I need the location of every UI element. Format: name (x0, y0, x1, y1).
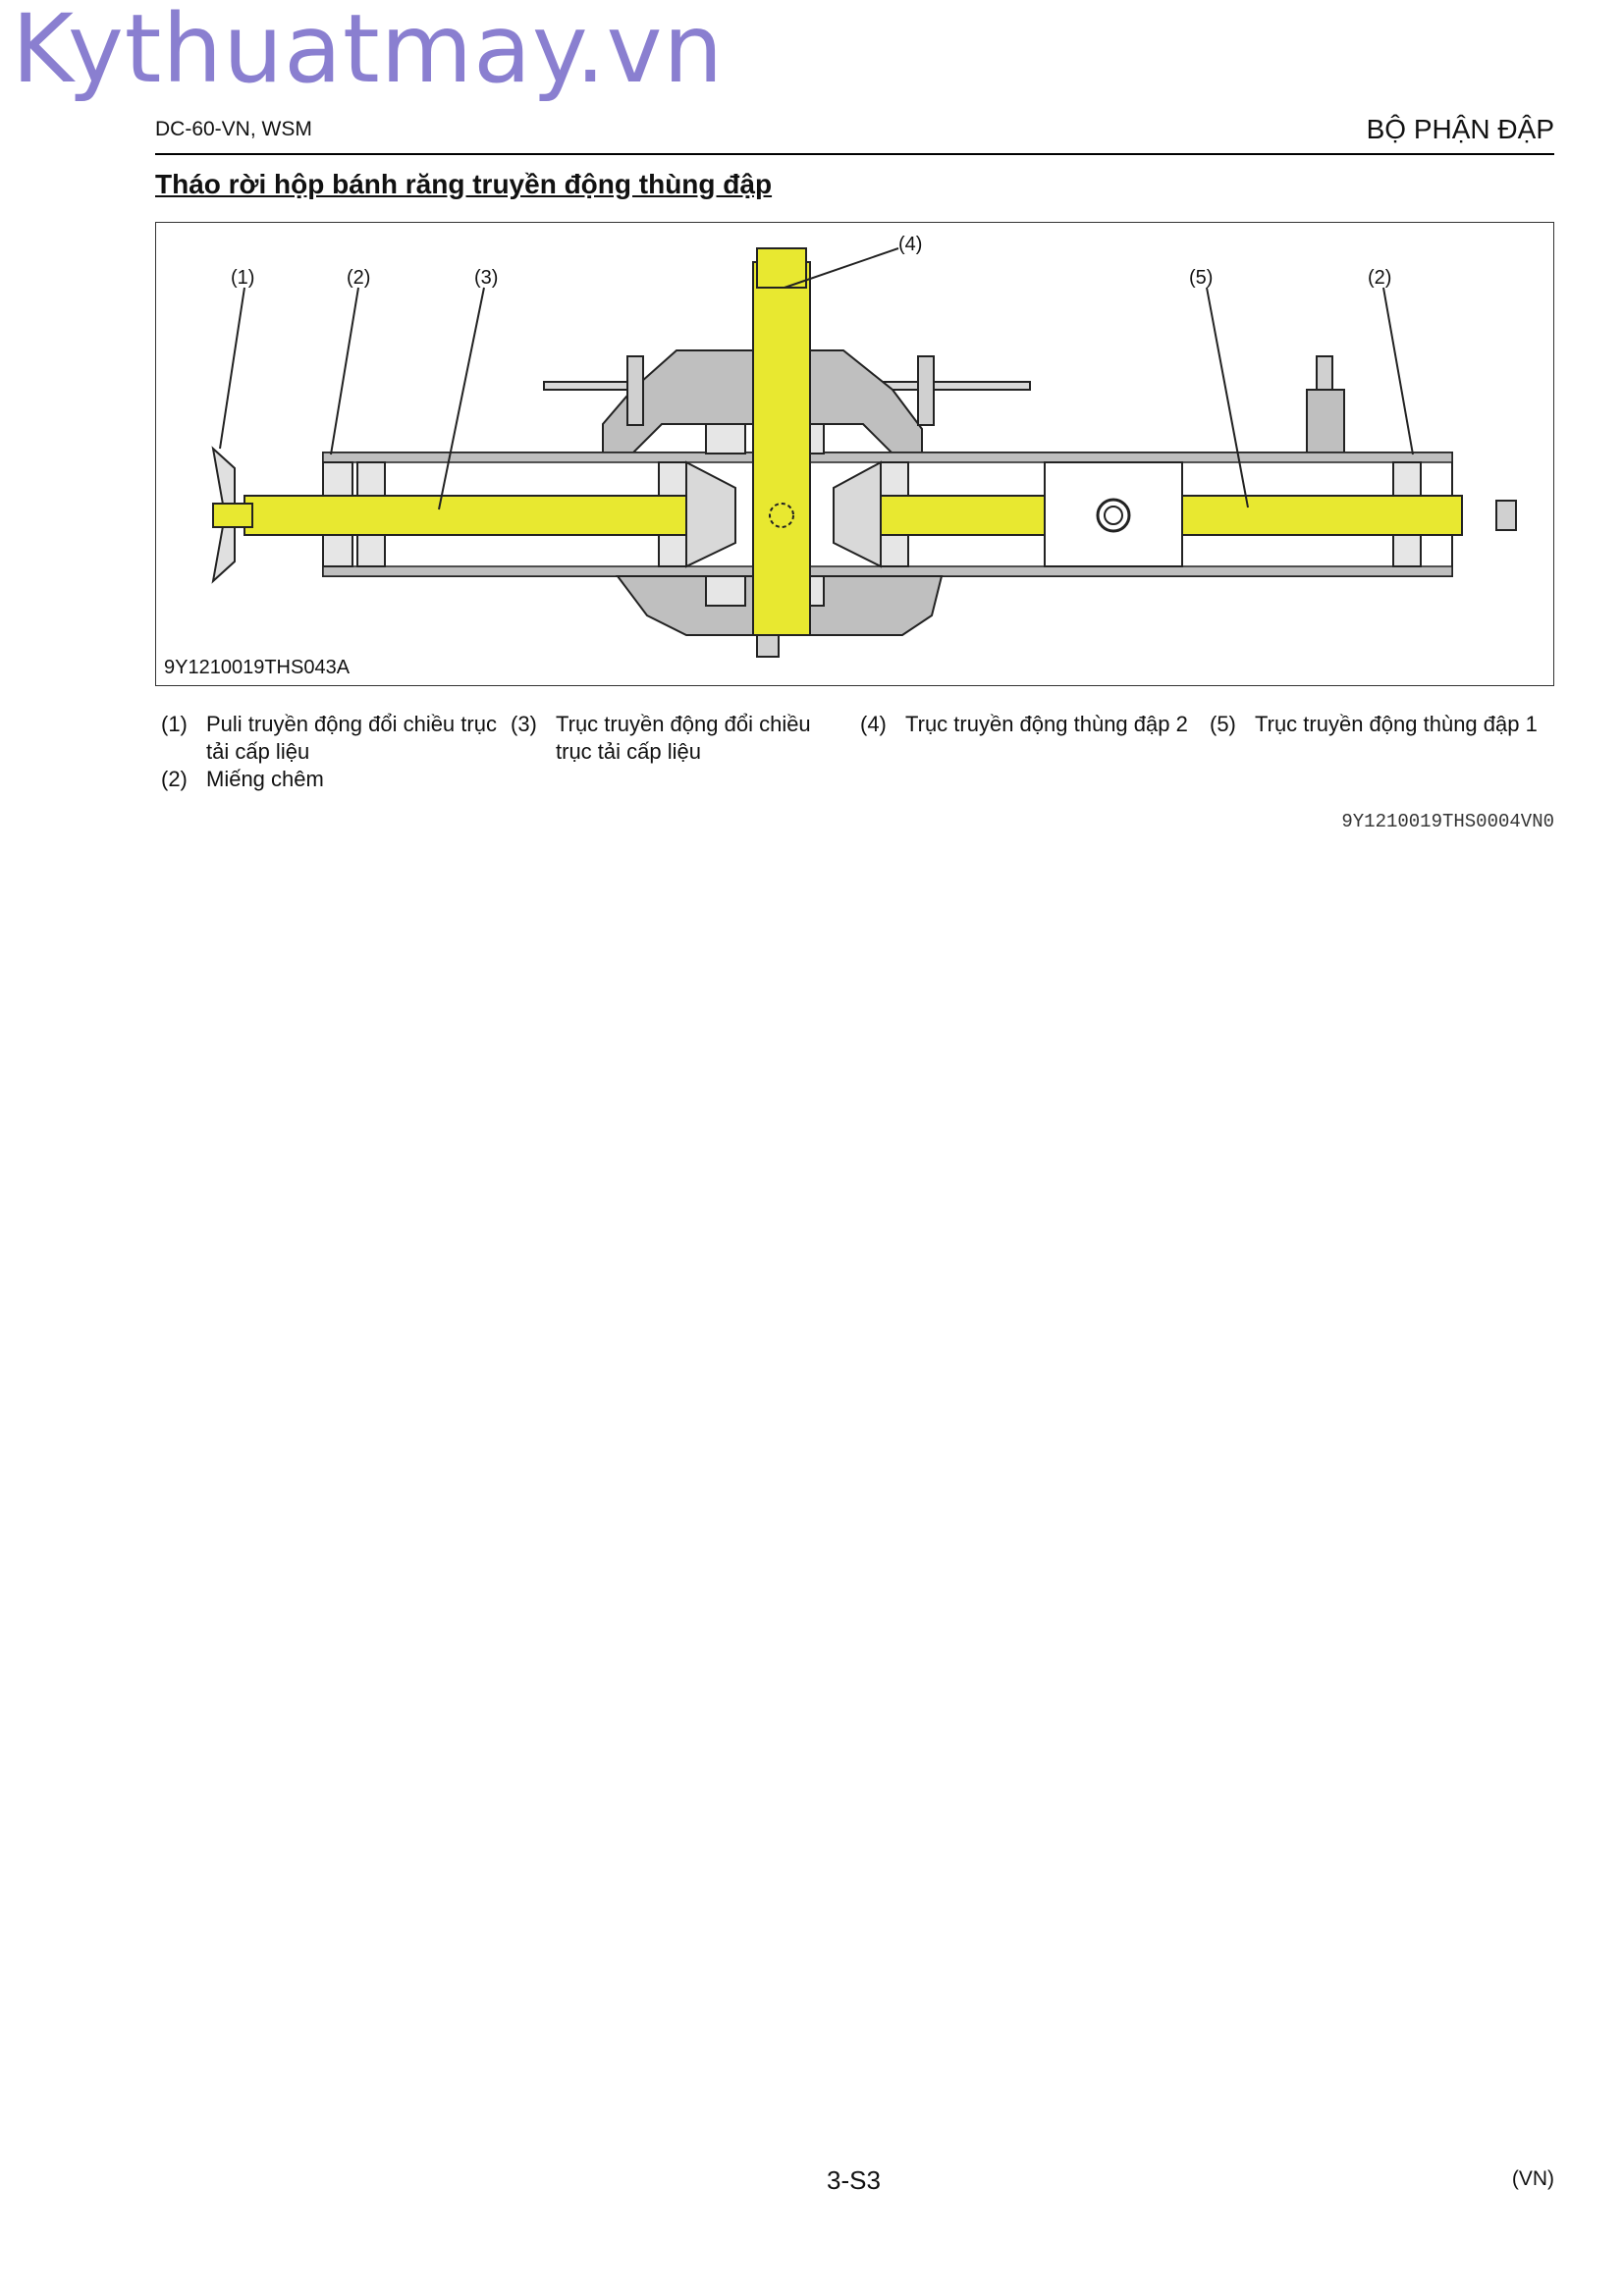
bolt-left (626, 355, 644, 426)
tube-wall-top (322, 452, 1453, 463)
figure-code: 9Y1210019THS043A (164, 657, 351, 678)
drain-plug (756, 634, 780, 658)
shaft-3 (243, 495, 736, 536)
gear-pin (769, 503, 794, 528)
legend-text: Trục truyền động thùng đập 2 (905, 712, 1188, 736)
callout-2-left: (2) (347, 267, 370, 289)
tube-wall-bottom (322, 565, 1453, 577)
legend-text: Trục truyền động đổi chiều trục tải cấp … (556, 712, 811, 764)
header-section: BỘ PHẬN ĐẬP (1366, 114, 1554, 144)
callout-4: (4) (898, 234, 922, 255)
page-title: Tháo rời hộp bánh răng truyền động thùng… (155, 169, 773, 199)
leader-lines (219, 247, 1414, 510)
legend-num: (4) (860, 712, 887, 736)
legend-text: Trục truyền động thùng đập 1 (1255, 712, 1538, 736)
header-rule (155, 153, 1554, 155)
bracket-right (1306, 389, 1345, 459)
page-number: 3-S3 (827, 2165, 881, 2195)
bolt-right (917, 355, 935, 426)
bevel-gear-right (833, 460, 882, 568)
legend-num: (2) (161, 767, 188, 791)
document-code: 9Y1210019THS0004VN0 (1341, 811, 1554, 832)
bevel-gear-left (685, 460, 736, 568)
language-tag: (VN) (1511, 2167, 1554, 2190)
shaft-4-top (756, 247, 807, 289)
legend-num: (3) (511, 712, 537, 736)
callout-3: (3) (474, 267, 498, 289)
callout-2-right: (2) (1368, 267, 1391, 289)
legend-num: (1) (161, 712, 188, 736)
legend-text: Puli truyền động đổi chiều trục tải cấp … (206, 712, 497, 764)
gearbox-figure: (1) (2) (3) (4) (5) (2) 9Y1210019THS043A (155, 222, 1554, 686)
watermark-logo: Kythuatmay.vn (12, 0, 725, 104)
legend-num: (5) (1210, 712, 1236, 736)
callout-5: (5) (1189, 267, 1213, 289)
legend-text: Miếng chêm (206, 767, 324, 791)
callout-1: (1) (231, 267, 254, 289)
end-nut (1495, 500, 1517, 531)
gearbox-drawing: (1) (2) (3) (4) (5) (2) (211, 234, 1517, 658)
shaft-4 (752, 261, 811, 636)
header-model: DC-60-VN, WSM (155, 118, 312, 140)
